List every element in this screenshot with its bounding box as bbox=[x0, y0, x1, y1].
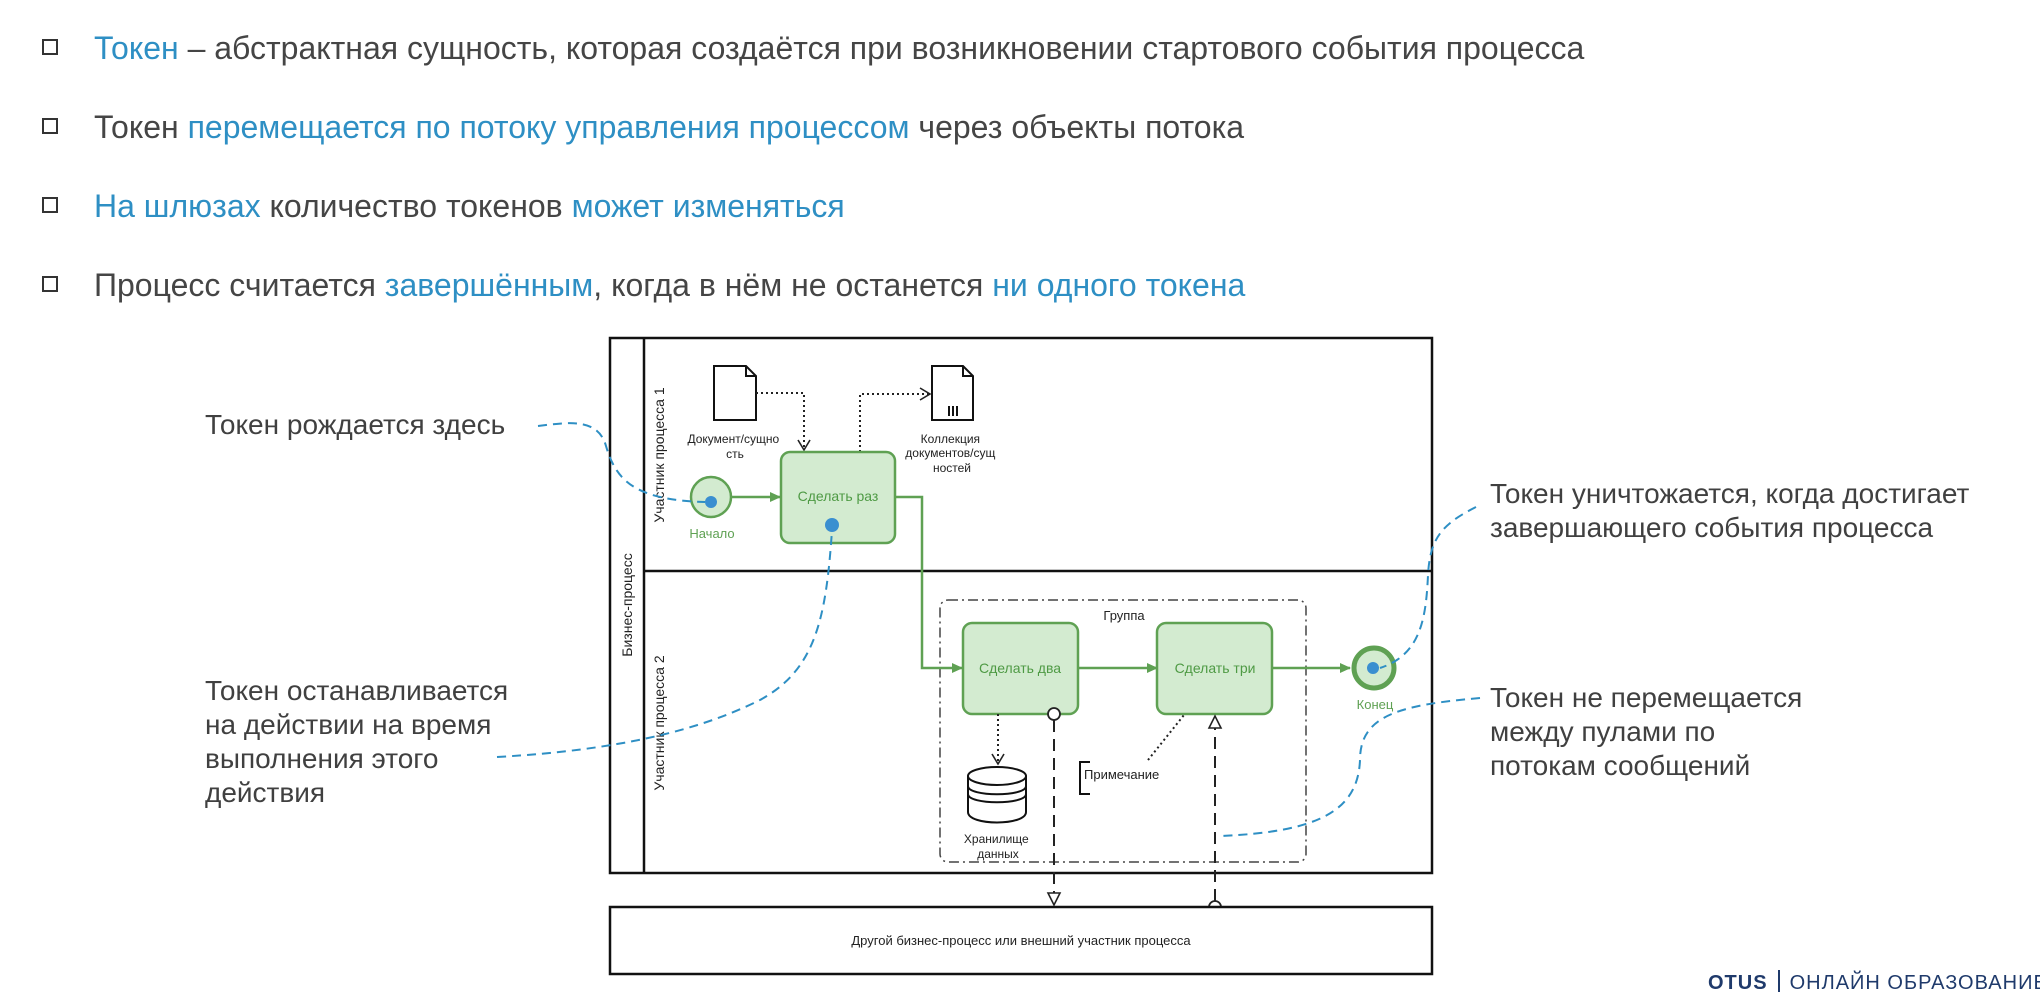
datastore-icon bbox=[967, 776, 1027, 824]
callout-line-not-moving bbox=[1219, 697, 1481, 837]
lane1-label: Участник процесса 1 bbox=[651, 387, 667, 522]
end-label: Конец bbox=[1357, 697, 1394, 712]
collection-label-line: ностей bbox=[933, 461, 971, 475]
datastore-ring bbox=[967, 793, 1027, 804]
bullet-text: На шлюзах количество токенов может измен… bbox=[94, 188, 845, 224]
document-fold bbox=[745, 366, 756, 377]
group-box bbox=[939, 599, 1307, 863]
collection-fold bbox=[962, 366, 973, 377]
document-label-line: сть bbox=[726, 447, 744, 461]
sequence-flow-task1-task2 bbox=[895, 495, 963, 673]
token-dot bbox=[705, 496, 717, 508]
collection-icon bbox=[931, 365, 974, 421]
datastore-label-line: Хранилище bbox=[964, 832, 1029, 846]
brand-text: ОНЛАЙН ОБРАЗОВАНИЕ bbox=[1789, 972, 2040, 994]
annotation-label: Примечание bbox=[1084, 767, 1159, 782]
document-label-line: Документ/сущно bbox=[687, 432, 779, 446]
pool-label: Бизнес-процесс bbox=[619, 553, 635, 656]
external-pool bbox=[608, 905, 1434, 976]
token-dot bbox=[825, 518, 839, 532]
datastore-label-line: данных bbox=[977, 847, 1019, 861]
footer-brand: OTUS ОНЛАЙН ОБРАЗОВАНИЕ bbox=[1708, 970, 2040, 995]
external-pool-label: Другой бизнес-процесс или внешний участн… bbox=[851, 933, 1191, 948]
note-line: между пулами по bbox=[1490, 716, 1716, 747]
bullet-text: Токен – абстрактная сущность, которая со… bbox=[94, 30, 1585, 66]
collection-bar bbox=[956, 406, 958, 416]
note-line: потокам сообщений bbox=[1490, 750, 1751, 781]
task-1-label: Сделать раз bbox=[798, 488, 879, 504]
note-line: Токен останавливается bbox=[205, 675, 509, 706]
document-label: Документ/сущно сть bbox=[687, 432, 782, 461]
annotation-bracket bbox=[1079, 761, 1090, 795]
callout-line-stops bbox=[496, 529, 833, 758]
start-label: Начало bbox=[689, 526, 734, 541]
callout-line-destroyed bbox=[1379, 506, 1477, 669]
message-flow-origin bbox=[1047, 707, 1061, 721]
pool-border bbox=[608, 336, 1434, 875]
bullet-text: Процесс считается завершённым, когда в н… bbox=[94, 267, 1246, 303]
note-line: Токен не перемещается bbox=[1490, 682, 1803, 713]
note-token-not-moving: Токен не перемещается между пулами по по… bbox=[1490, 681, 1802, 783]
checkbox-icon bbox=[42, 197, 58, 213]
annotation-association bbox=[1147, 714, 1185, 761]
note-line: действия bbox=[205, 777, 326, 808]
note-line: завершающего события процесса bbox=[1490, 512, 1934, 543]
association-doc-task1 bbox=[756, 392, 811, 452]
task-2-label: Сделать два bbox=[979, 660, 1061, 676]
association-task1-collection bbox=[859, 387, 932, 452]
group-label: Группа bbox=[1103, 608, 1145, 623]
task-2 bbox=[961, 621, 1080, 716]
callout-line-born bbox=[537, 422, 706, 503]
checkbox-icon bbox=[42, 39, 58, 55]
collection-label: Коллекция документов/сущ ностей bbox=[905, 432, 998, 475]
brand-separator bbox=[1777, 970, 1780, 992]
note-token-stops: Токен останавливается на действии на вре… bbox=[205, 674, 508, 810]
collection-bar bbox=[952, 406, 954, 416]
note-line: на действии на время bbox=[205, 709, 492, 740]
collection-label-line: документов/сущ bbox=[905, 446, 995, 460]
brand-logo: OTUS bbox=[1708, 972, 1768, 994]
note-token-born: Токен рождается здесь bbox=[205, 409, 506, 440]
datastore-ring bbox=[967, 785, 1027, 796]
checkbox-icon bbox=[42, 276, 58, 292]
note-token-destroyed: Токен уничтожается, когда достигает заве… bbox=[1490, 477, 1969, 545]
bullet-text: Токен перемещается по потоку управления … bbox=[94, 109, 1245, 145]
note-line: Токен уничтожается, когда достигает bbox=[1490, 478, 1970, 509]
task-3-label: Сделать три bbox=[1175, 660, 1256, 676]
checkbox-icon bbox=[42, 118, 58, 134]
datastore-label: Хранилище данных bbox=[964, 832, 1032, 861]
collection-bar bbox=[948, 406, 950, 416]
datastore-top bbox=[967, 766, 1027, 786]
lane2-label: Участник процесса 2 bbox=[651, 655, 667, 790]
collection-label-line: Коллекция bbox=[921, 432, 980, 446]
note-line: выполнения этого bbox=[205, 743, 439, 774]
token-dot bbox=[1367, 662, 1379, 674]
document-icon bbox=[713, 365, 757, 421]
task-3 bbox=[1155, 621, 1274, 716]
